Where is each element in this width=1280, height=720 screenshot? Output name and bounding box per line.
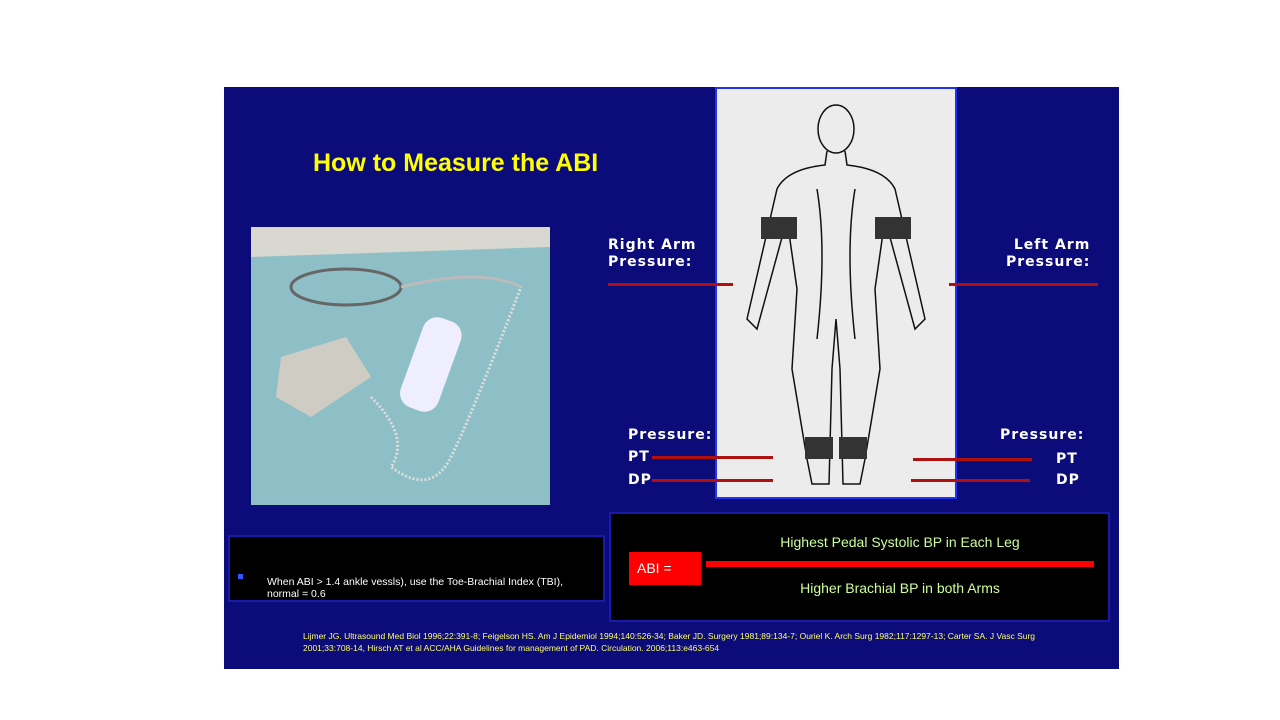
- body-diagram: [715, 87, 957, 499]
- left-arm-text: Left Arm: [1013, 237, 1091, 253]
- right-pt-label: PT: [628, 449, 650, 465]
- slide-title: How to Measure the ABI: [313, 149, 599, 177]
- right-arm-text: Right Arm: [608, 237, 697, 253]
- bullet-icon: [238, 574, 243, 579]
- abi-label: ABI =: [629, 552, 701, 585]
- right-arm-pressure-line: [608, 283, 733, 286]
- denominator: Higher Brachial BP in both Arms: [800, 580, 1000, 596]
- right-arm-pressure-text: Pressure:: [608, 254, 693, 270]
- left-pt-label: PT: [1056, 451, 1078, 467]
- left-dp-label: DP: [1056, 472, 1080, 488]
- note-box: When ABI > 1.4 ankle vessls), use the To…: [228, 535, 605, 602]
- right-dp-label: DP: [628, 472, 652, 488]
- numerator: Highest Pedal Systolic BP in Each Leg: [780, 534, 1020, 550]
- left-dp-line: [911, 479, 1030, 482]
- right-pt-line: [652, 456, 773, 459]
- left-leg-pressure-label: Pressure:: [1000, 427, 1085, 443]
- abi-formula: ABI = Highest Pedal Systolic BP in Each …: [609, 512, 1110, 622]
- doppler-photo: [251, 227, 550, 505]
- references: Lijmer JG. Ultrasound Med Biol 1996;22:3…: [303, 631, 1036, 653]
- left-arm-pressure-line: [949, 283, 1098, 286]
- left-pt-line: [913, 458, 1032, 461]
- right-dp-line: [652, 479, 773, 482]
- left-arm-pressure-text: Pressure:: [1006, 254, 1091, 270]
- right-leg-pressure-label: Pressure:: [628, 427, 713, 443]
- fraction-bar: [706, 561, 1094, 567]
- note-text: When ABI > 1.4 ankle vessls), use the To…: [267, 576, 563, 600]
